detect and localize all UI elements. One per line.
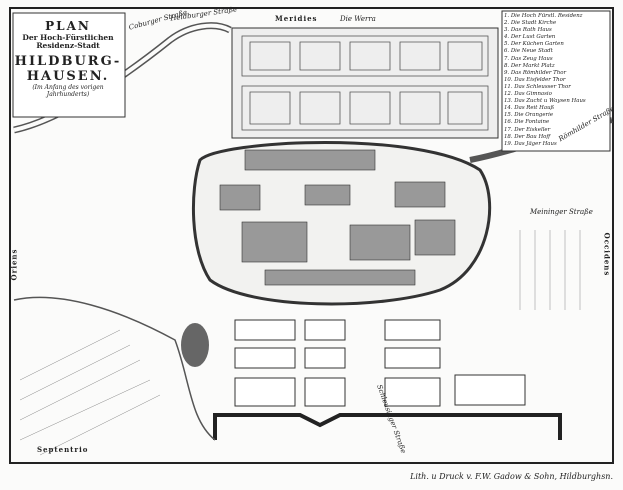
legend-item: 19. Das Jäger Haus — [504, 140, 557, 147]
legend-item: 5. Der Küchen Garten — [504, 41, 564, 48]
label-werra: Die Werra — [340, 15, 376, 23]
legend-item: 6. Die Neue Stadt — [504, 48, 553, 55]
legend-item: 1. Die Hoch Fürstl. Residenz — [504, 13, 583, 19]
title-town-2: HAUSEN. — [26, 68, 110, 84]
title-cartouche — [12, 12, 126, 118]
legend-list: 1. Die Hoch Fürstl. Residenz 2. Die Stad… — [504, 13, 612, 148]
title-plan: PLAN — [45, 19, 91, 33]
legend-item: 14. Das Reit Hauß — [504, 105, 555, 112]
legend-item: 7. Das Zeug Haus — [504, 55, 553, 62]
label-meininger-strasse: Meininger Straße — [530, 208, 593, 216]
pond — [181, 323, 209, 367]
legend-item: 9. Das Römhilder Thor — [504, 69, 567, 76]
map-title: PLAN Der Hoch-Fürstlichen Residenz-Stadt… — [14, 14, 122, 114]
label-meridies: Meridies — [275, 14, 318, 23]
label-occidens: Occidens — [602, 232, 612, 277]
legend-item: 3. Das Rath Haus — [504, 27, 552, 34]
legend-item: 18. Der Bau Hoff — [504, 133, 551, 140]
legend-item: 17. Der Eiskeller — [504, 126, 551, 133]
title-line3: Residenz-Stadt — [36, 41, 100, 51]
legend-panel — [501, 10, 611, 152]
legend-item: 12. Das Gimnasio — [504, 91, 552, 98]
title-subtitle: (Im Anfang des vorigen Jahrhunderts) — [32, 83, 104, 98]
legend-item: 10. Das Eisfelder Thor — [504, 76, 566, 83]
town-blocks — [219, 149, 456, 286]
palace-garden — [231, 27, 499, 139]
new-town-grid — [234, 319, 526, 407]
legend-item: 11. Das Schleusser Thor — [504, 83, 571, 90]
map-frame — [9, 7, 614, 464]
legend-item: 13. Das Zucht u Waysen Haus — [504, 98, 586, 105]
imprint: Lith. u Druck v. F.W. Gadow & Sohn, Hild… — [410, 472, 613, 481]
legend-item: 15. Die Orangerie — [504, 112, 554, 119]
fields — [19, 230, 581, 456]
legend-item: 4. Der Lust Garten — [504, 34, 556, 41]
garden-parterres — [241, 35, 489, 131]
title-town-1: HILDBURG- — [14, 54, 122, 70]
legend-item: 8. Der Markt Platz — [504, 62, 555, 69]
label-septentrio: Septentrio — [37, 445, 89, 454]
fortification — [213, 413, 562, 440]
title-line2: Der Hoch-Fürstlichen — [22, 32, 114, 42]
label-oriens: Oriens — [9, 248, 19, 281]
legend-item: 2. Die Stadt Kirche — [504, 20, 557, 27]
legend-item: 16. Die Fontaine — [504, 119, 550, 126]
